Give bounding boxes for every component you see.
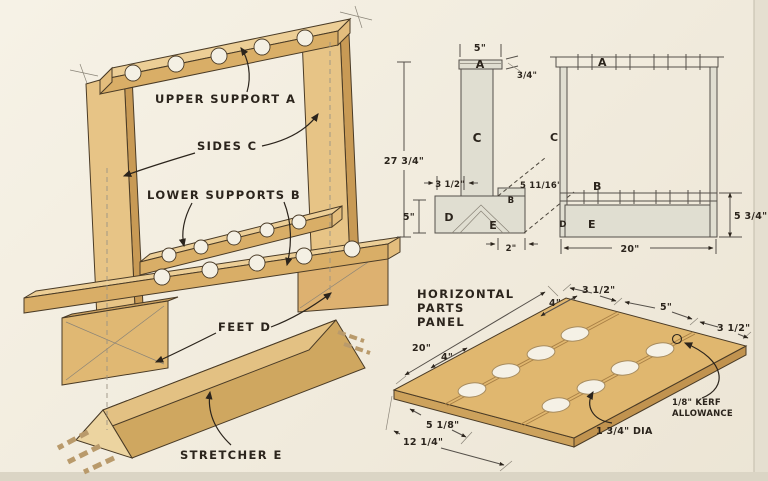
panel-title-line3: PANEL — [417, 315, 465, 329]
front-part-b: B — [593, 180, 601, 193]
side-base-d — [434, 195, 526, 234]
dim-panel-strip1: 3 1/2" — [582, 285, 615, 296]
dim-side-stretcher-width: 5 11/16" — [520, 181, 562, 191]
front-part-a: A — [598, 56, 607, 69]
dim-panel-strip2: 5" — [660, 302, 672, 313]
iso-stretcher-e — [75, 319, 366, 459]
front-bar-b-notch-ticks — [583, 190, 701, 204]
kerf-marker-circle — [671, 333, 683, 345]
front-bar-a — [555, 56, 719, 68]
dim-side-thickness: 3/4" — [517, 71, 537, 81]
front-part-c: C — [550, 131, 558, 144]
front-bar-b — [559, 192, 718, 202]
front-column-c-left — [559, 66, 568, 238]
side-part-c: C — [473, 131, 482, 145]
dim-front-base-height: 5 3/4" — [734, 211, 767, 222]
dim-side-foot-inset: 2" — [506, 244, 517, 254]
side-part-b: B — [508, 196, 515, 206]
horizontal-parts-panel-view: HORIZONTAL PARTS PANEL 20" 4" 4" 3 1/2" … — [385, 283, 752, 472]
dim-side-top-width: 5" — [474, 43, 486, 54]
label-sides-c: SIDES C — [197, 139, 258, 153]
front-part-d: D — [559, 220, 566, 230]
front-panel-e — [564, 204, 711, 238]
label-upper-support-a: UPPER SUPPORT A — [155, 92, 296, 106]
dim-panel-spacing1: 4" — [549, 298, 561, 309]
panel-title-line2: PARTS — [417, 301, 465, 315]
iso-dowels — [56, 330, 371, 475]
iso-lower-support-b-shelf — [23, 236, 401, 314]
iso-foot-left — [61, 296, 179, 386]
dim-side-base-height: 5" — [403, 212, 415, 223]
front-view: A C B D E 5 3/4" 20" — [550, 54, 767, 255]
callout-kerf-line1: 1/8" KERF — [672, 398, 721, 408]
label-feet-d: FEET D — [218, 320, 271, 334]
dim-panel-hole-offset: 5 1/8" — [426, 420, 459, 431]
dim-panel-strip3: 3 1/2" — [717, 323, 750, 334]
isometric-assembly-view: UPPER SUPPORT A SIDES C LOWER SUPPORTS B… — [23, 5, 401, 475]
dim-panel-spacing2: 4" — [441, 352, 453, 363]
panel-title-line1: HORIZONTAL — [417, 287, 514, 301]
dim-panel-length: 20" — [412, 343, 431, 354]
iso-lower-support-b-rail — [139, 204, 343, 276]
side-profile-view: 5" A 3/4" C 27 3/4" 3 1/2" 5 11/16" B D … — [384, 43, 575, 254]
front-part-e: E — [588, 218, 596, 231]
label-stretcher-e: STRETCHER E — [180, 448, 283, 462]
callout-hole-dia: 1 3/4" DIA — [596, 426, 653, 437]
dim-side-height: 27 3/4" — [384, 156, 424, 167]
page-bottom-edge — [0, 472, 768, 481]
dim-side-support-width: 3 1/2" — [435, 180, 464, 190]
iso-upper-support-a — [98, 17, 352, 96]
dim-front-width: 20" — [620, 244, 639, 255]
front-bar-a-notch-ticks — [577, 54, 701, 70]
label-lower-supports-b: LOWER SUPPORTS B — [147, 188, 301, 202]
dim-panel-width: 12 1/4" — [403, 437, 443, 448]
side-part-e: E — [489, 219, 497, 232]
side-part-d: D — [444, 211, 453, 224]
side-cap-a — [458, 59, 503, 70]
panel-board — [392, 297, 748, 448]
callout-kerf-line2: ALLOWANCE — [672, 409, 733, 419]
iso-side-board-right — [301, 30, 360, 270]
page-right-edge — [754, 0, 768, 481]
side-part-a: A — [476, 58, 485, 71]
front-column-c-right — [709, 66, 718, 238]
